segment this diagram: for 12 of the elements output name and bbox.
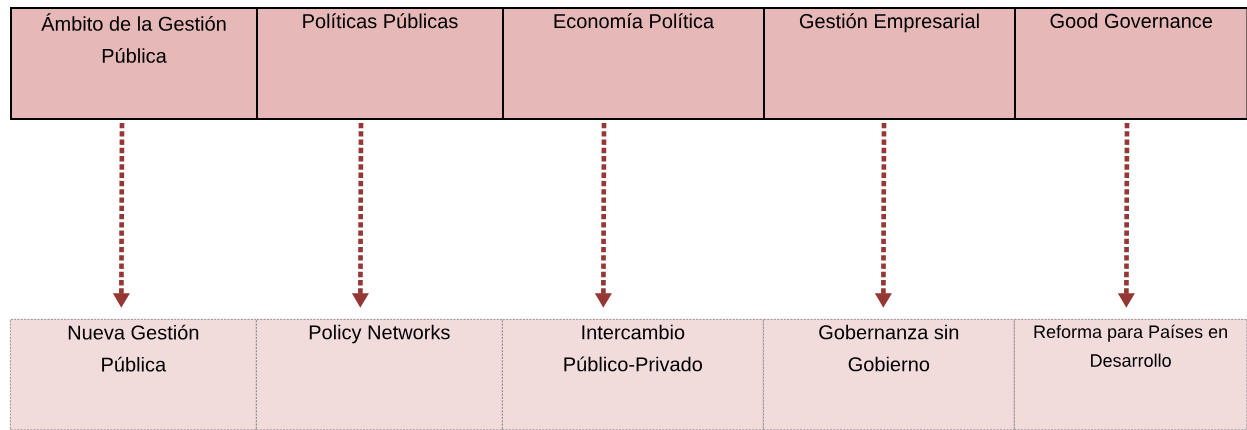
heading-box: Economía Política (502, 7, 765, 120)
heading-box: Políticas Públicas (256, 7, 504, 120)
node-label: Good Governance (1050, 13, 1213, 29)
result-box: Intercambio Público-Privado (502, 319, 764, 430)
result-box: Reforma para Países en Desarrollo (1014, 319, 1247, 430)
result-box: Policy Networks (256, 319, 503, 430)
result-box: Nueva Gestión Pública (10, 319, 257, 430)
heading-box: Gestión Empresarial (763, 7, 1016, 120)
heading-box: Ámbito de la Gestión Pública (10, 7, 258, 120)
node-label: Gobernanza sin Gobierno (819, 324, 959, 372)
heading-box: Good Governance (1014, 7, 1247, 120)
result-box: Gobernanza sin Gobierno (763, 319, 1015, 430)
